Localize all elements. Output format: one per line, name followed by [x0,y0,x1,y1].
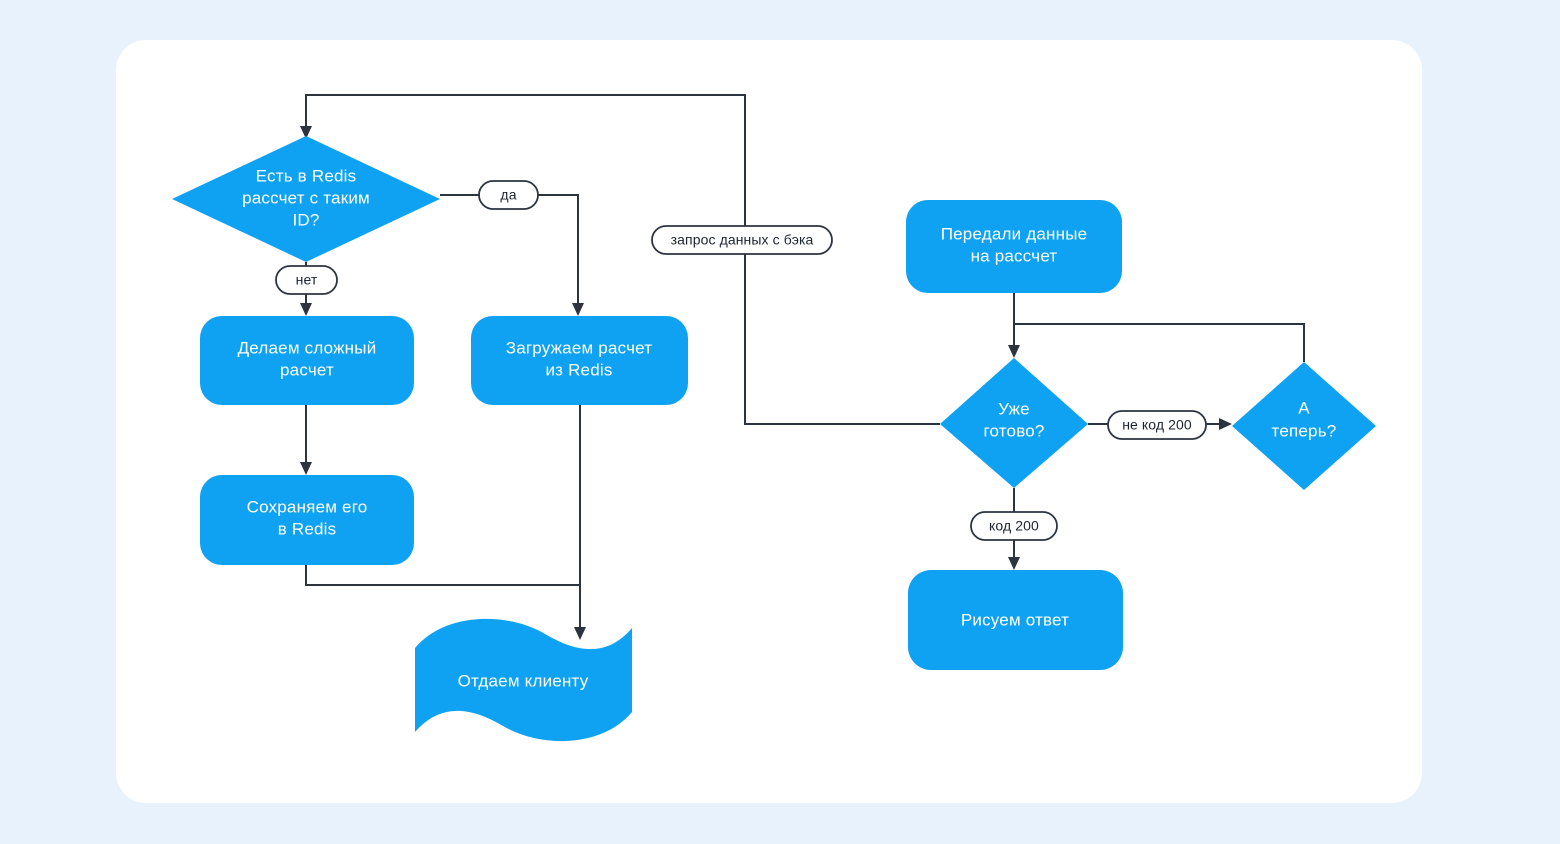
no-pill [275,265,338,295]
give-to-client-wave [415,618,632,742]
node-redis-check[interactable]: Есть в Redis рассчет с таким ID? [172,136,440,262]
save-to-redis-label-line1: Сохраняем его [247,497,368,516]
backend-request-pill-label: запрос данных с бэка [671,232,814,248]
code-200-pill [970,511,1058,541]
edge-sent-data-arrowhead [1008,345,1020,358]
complex-calc-label-line1: Делаем сложный [238,338,377,357]
not-code-200-pill-label: не код 200 [1122,417,1192,433]
edge-complex-calc-to-save [300,405,312,475]
redis-check-label-line1: Есть в Redis [256,166,357,185]
edge-loopback-arrowhead [300,126,312,139]
save-to-redis-box [200,475,414,565]
edge-yes-arrowhead [572,303,584,316]
redis-check-label-line3: ID? [292,210,319,229]
node-give-to-client[interactable]: Отдаем клиенту [415,618,632,742]
draw-answer-box [908,570,1123,670]
edge-loopback-to-redis-check [300,94,940,425]
edge-loopback-path [305,94,940,425]
no-pill-label: нет [296,272,318,288]
backend-request-pill [651,225,833,255]
load-from-redis-label-line2: из Redis [545,360,612,379]
redis-check-diamond [172,136,440,262]
yes-pill [478,180,539,210]
load-from-redis-box [471,316,688,405]
redis-check-label-line2: рассчет с таким [242,188,370,207]
edge-load-to-client [574,405,586,640]
ready-check-label-line1: Уже [998,399,1030,418]
edge-save-to-client-path [305,565,580,586]
now-check-label-line2: теперь? [1272,421,1337,440]
not-code-200-pill [1107,410,1207,440]
give-to-client-label: Отдаем клиенту [458,671,589,690]
edge-label-backend-request: запрос данных с бэка [651,225,833,255]
edge-label-code-200: код 200 [970,511,1058,541]
edge-load-to-client-arrowhead [574,627,586,640]
node-ready-check[interactable]: Уже готово? [940,358,1088,488]
edge-yes-path [440,194,579,305]
ready-check-label-line2: готово? [983,421,1044,440]
now-check-label-line1: А [1298,398,1310,417]
edge-label-no: нет [275,265,338,295]
sent-data-label-line2: на рассчет [971,246,1058,265]
edge-label-not-code-200: не код 200 [1107,410,1207,440]
complex-calc-box [200,316,414,405]
edge-not-code-200-arrowhead [1219,418,1232,430]
edge-save-to-client [305,565,580,586]
node-draw-answer[interactable]: Рисуем ответ [908,570,1123,670]
node-now-check[interactable]: А теперь? [1232,362,1376,490]
complex-calc-label-line2: расчет [280,360,334,379]
edge-sent-data-to-ready-check [1008,293,1020,358]
edge-now-check-loopback [1014,323,1305,362]
draw-answer-label: Рисуем ответ [961,610,1069,629]
node-complex-calc[interactable]: Делаем сложный расчет [200,316,414,405]
sent-data-box [906,200,1122,293]
sent-data-label-line1: Передали данные [941,224,1088,243]
node-load-from-redis[interactable]: Загружаем расчет из Redis [471,316,688,405]
edge-yes-to-load-from-redis [440,194,584,316]
node-save-to-redis[interactable]: Сохраняем его в Redis [200,475,414,565]
ready-check-diamond [940,358,1088,488]
edge-no-arrowhead [300,303,312,316]
save-to-redis-label-line2: в Redis [278,519,337,538]
yes-pill-label: да [500,187,516,203]
code-200-pill-label: код 200 [989,518,1039,534]
node-sent-data[interactable]: Передали данные на рассчет [906,200,1122,293]
now-check-diamond [1232,362,1376,490]
edge-code-200-arrowhead [1008,557,1020,570]
load-from-redis-label-line1: Загружаем расчет [506,338,653,357]
edge-now-check-loopback-path [1014,323,1305,362]
edge-label-yes: да [478,180,539,210]
edge-complex-calc-to-save-arrowhead [300,462,312,475]
